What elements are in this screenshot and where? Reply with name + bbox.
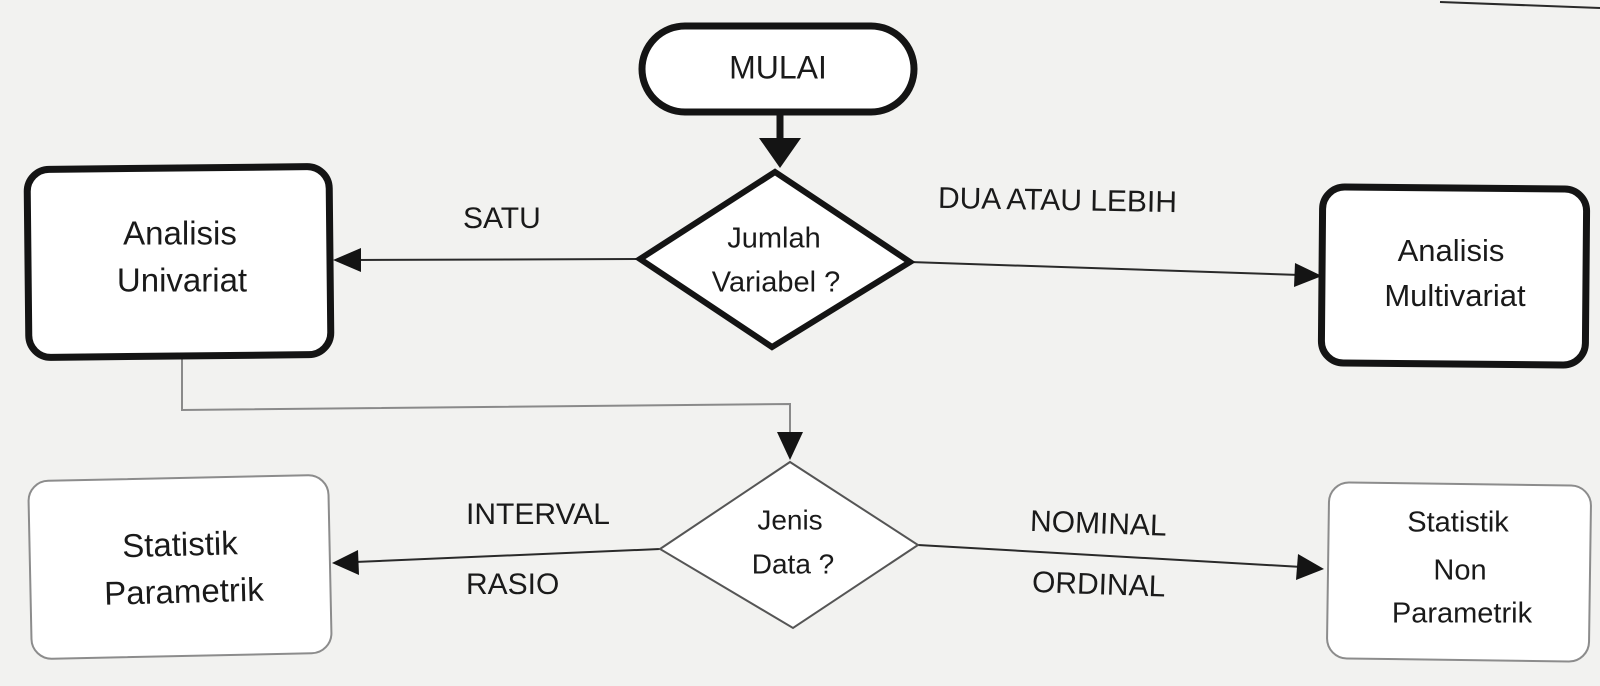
multivariate-line2: Multivariat xyxy=(1384,278,1526,313)
arrow-nominal-ordinal xyxy=(1296,554,1324,580)
univariate-line1: Analisis xyxy=(123,215,237,252)
arrow-dua-atau-lebih xyxy=(1294,263,1322,287)
arrow-interval-rasio xyxy=(332,550,359,575)
arrow-start-to-decision xyxy=(759,138,801,168)
edge-interval-rasio xyxy=(354,548,661,563)
arrow-univariate-to-data xyxy=(777,432,803,460)
univariate-line2: Univariat xyxy=(117,262,247,299)
arrow-satu xyxy=(333,248,361,272)
multivariate-node: Analisis Multivariat xyxy=(1317,183,1591,369)
parametric-line2: Parametrik xyxy=(104,571,265,612)
nonparametric-line2: Non xyxy=(1433,555,1486,587)
nonparametric-node: Statistik Non Parametrik xyxy=(1326,481,1592,663)
multivariate-line1: Analisis xyxy=(1398,233,1505,268)
decision-variables: Jumlah Variabel ? xyxy=(634,168,916,351)
edge-dua-atau-lebih xyxy=(909,261,1301,276)
start-node: MULAI xyxy=(638,22,918,116)
edge-satu xyxy=(354,258,641,261)
decision-data-line2: Data ? xyxy=(752,548,835,579)
edge-label-satu: SATU xyxy=(463,202,541,235)
univariate-node: Analisis Univariat xyxy=(23,163,335,361)
start-label: MULAI xyxy=(729,49,827,85)
decision-data: Jenis Data ? xyxy=(658,460,920,630)
decision-data-line1: Jenis xyxy=(757,504,822,535)
edge-nominal-ordinal xyxy=(917,544,1303,568)
nonparametric-line3: Parametrik xyxy=(1392,598,1533,630)
edge-label-rasio: RASIO xyxy=(466,568,559,601)
corner-artifact xyxy=(1439,1,1600,9)
edge-label-ordinal: ORDINAL xyxy=(1031,566,1165,604)
edge-univariate-to-data xyxy=(181,358,791,432)
decision-variables-line2: Variabel ? xyxy=(712,267,840,299)
edge-label-nominal: NOMINAL xyxy=(1029,505,1167,543)
decision-variables-line1: Jumlah xyxy=(727,223,821,255)
edge-label-dua-atau-lebih: DUA ATAU LEBIH xyxy=(938,182,1178,219)
nonparametric-line1: Statistik xyxy=(1407,507,1509,539)
edge-label-interval: INTERVAL xyxy=(466,498,610,531)
parametric-line1: Statistik xyxy=(122,524,239,564)
parametric-node: Statistik Parametrik xyxy=(27,474,333,660)
